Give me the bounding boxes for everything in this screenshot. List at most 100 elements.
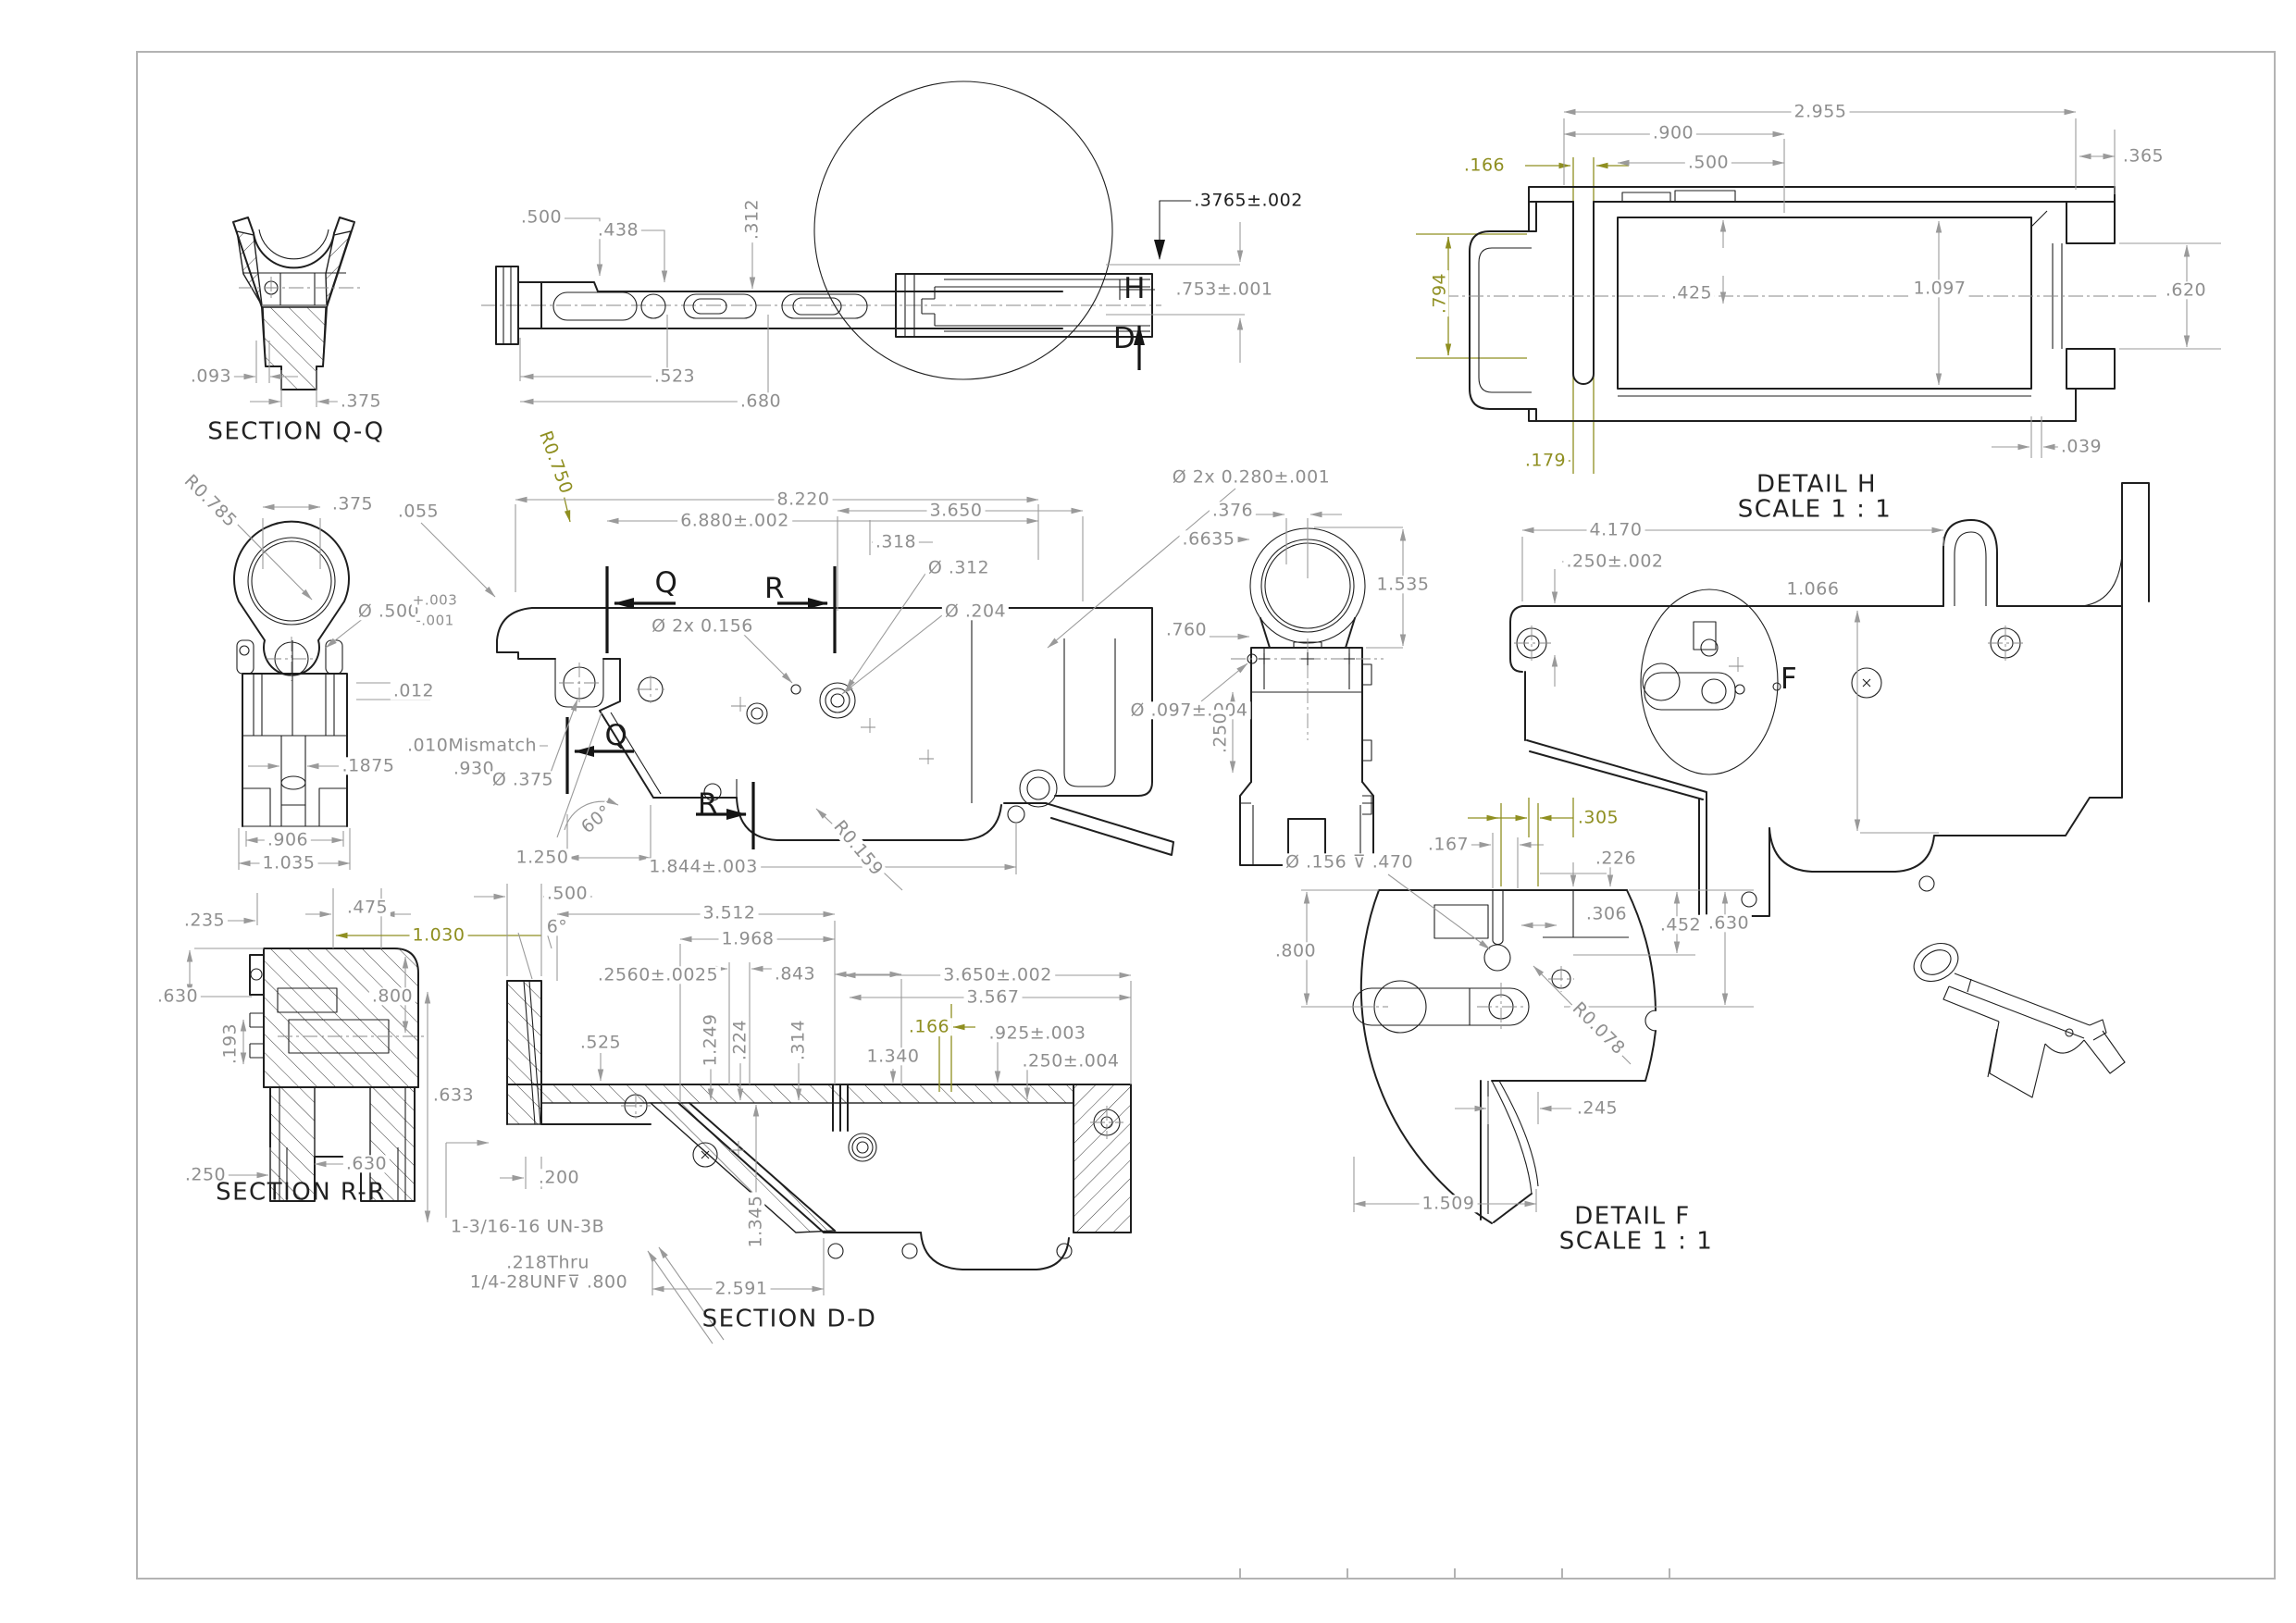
dim-label: 3.650±.002 (940, 965, 1055, 985)
dim-label: 60° (576, 800, 618, 839)
dim-label: 3.512 (700, 903, 759, 923)
dim-label: 2.955 (1791, 102, 1850, 121)
dim-label: .312 (741, 195, 762, 243)
view-title-detail-f: DETAIL F (1574, 1202, 1691, 1231)
dim-label: .166 (1460, 155, 1508, 175)
dim-label: .2560±.0025 (594, 965, 722, 985)
dim-label: Ø .097±.004 (1127, 700, 1251, 720)
dim-label: R0.159 (827, 815, 888, 882)
dim-label: .630 (154, 986, 202, 1006)
dim-label: .224 (729, 1016, 750, 1064)
view-title-section-q-q: SECTION Q-Q (207, 417, 385, 446)
dim-label: .906 (264, 830, 312, 849)
dim-label: .376 (1209, 501, 1257, 520)
dim-label: .245 (1573, 1098, 1621, 1118)
view-title-detail-f: SCALE 1 : 1 (1558, 1227, 1714, 1256)
dim-label: 1.249 (700, 1010, 720, 1070)
dim-label: .226 (1592, 849, 1640, 868)
dim-label: .306 (1582, 904, 1631, 923)
dim-label: 1.097 (1910, 279, 1969, 298)
dim-label: .630 (1705, 913, 1753, 933)
dim-label: Ø 2x 0.280±.001 (1169, 467, 1334, 487)
view-section-r-r (186, 888, 541, 1202)
dim-label: R0.785 (179, 470, 242, 533)
view-top-profile (481, 81, 1245, 407)
sheet-frame (136, 51, 2276, 1580)
dim-label: 3.650 (926, 501, 986, 520)
dim-label: .843 (771, 964, 819, 984)
dim-label: 1.035 (259, 853, 318, 873)
dim-label: .250±.002 (1563, 551, 1667, 571)
dim-label: .250 (1210, 709, 1230, 757)
dim-label: 1.030 (409, 925, 468, 945)
dim-label: .235 (180, 911, 229, 930)
section-letter: R (763, 572, 786, 606)
dim-label: 8.220 (774, 489, 833, 509)
dim-label: .523 (651, 366, 699, 386)
dim-label: 6.880±.002 (677, 511, 792, 530)
dim-label: .200 (535, 1168, 583, 1187)
dim-label: .010Mismatch (404, 736, 540, 755)
view-rear (1200, 511, 1407, 866)
dim-label: .305 (1574, 808, 1622, 827)
dim-label: .167 (1424, 835, 1472, 854)
dim-label: .794 (1429, 269, 1449, 317)
dim-label: 1-3/16-16 UN-3B (447, 1217, 608, 1236)
dim-label: .753±.001 (1173, 279, 1276, 299)
dim-label: .179 (1521, 451, 1570, 470)
dim-label: R0.078 (1567, 997, 1630, 1060)
dim-label: .500 (1684, 153, 1732, 172)
dim-label: 1.844±.003 (646, 857, 761, 876)
dim-label: Ø .312 (925, 558, 993, 577)
dim-label: 4.170 (1586, 520, 1645, 539)
dim-label: .375 (329, 494, 377, 514)
dim-label: .039 (2057, 437, 2105, 456)
dim-label: Ø 2x 0.156 (649, 616, 756, 636)
dim-label: +.003 (411, 591, 459, 609)
dim-label: .055 (394, 502, 442, 521)
dim-label: .6635 (1179, 529, 1238, 549)
section-letter: Q (604, 719, 628, 753)
dim-label: .1875 (339, 756, 398, 775)
dim-label: .900 (1649, 123, 1697, 142)
dim-label: .375 (337, 391, 385, 411)
dim-label: .314 (788, 1016, 808, 1064)
view-detail-f (1301, 803, 1754, 1224)
dim-label: .425 (1668, 283, 1716, 303)
dim-label: .166 (905, 1017, 953, 1036)
dim-label: -.001 (415, 612, 455, 629)
dim-label: .925±.003 (986, 1023, 1089, 1043)
dim-label: .930 (450, 759, 498, 778)
dim-label: .800 (368, 986, 416, 1006)
view-title-detail-h: DETAIL H (1756, 470, 1878, 499)
dim-label: .475 (343, 898, 391, 917)
dim-label: 1.535 (1373, 575, 1433, 594)
dim-label: 1.066 (1783, 579, 1843, 599)
dim-label: .500 (543, 884, 591, 903)
dim-label: 1.509 (1419, 1194, 1478, 1213)
section-letter: D (1112, 322, 1136, 356)
view-title-section-d-d: SECTION D-D (701, 1305, 877, 1333)
dim-label: .218Thru (503, 1253, 592, 1272)
dim-label: .250 (181, 1165, 230, 1184)
dim-label: Ø .204 (941, 601, 1010, 621)
dim-label: Ø .375 (489, 770, 557, 789)
dim-label: .318 (872, 532, 920, 551)
view-side (495, 436, 1236, 891)
dim-label: 2.591 (712, 1279, 771, 1298)
dim-label: .800 (1272, 941, 1320, 960)
dim-label: .760 (1162, 620, 1210, 639)
dim-label: .438 (594, 220, 642, 240)
dim-label: .250±.004 (1019, 1051, 1123, 1071)
section-letter: H (1123, 272, 1146, 306)
dim-label: 6° (543, 917, 571, 936)
dim-label: .500 (517, 207, 565, 227)
dim-label: 3.567 (963, 987, 1023, 1007)
dim-label: .093 (187, 366, 235, 386)
view-title-detail-h: SCALE 1 : 1 (1737, 495, 1893, 524)
dim-label: .365 (2119, 146, 2167, 166)
view-isometric (1913, 942, 2126, 1098)
dim-label: .452 (1657, 915, 1705, 935)
